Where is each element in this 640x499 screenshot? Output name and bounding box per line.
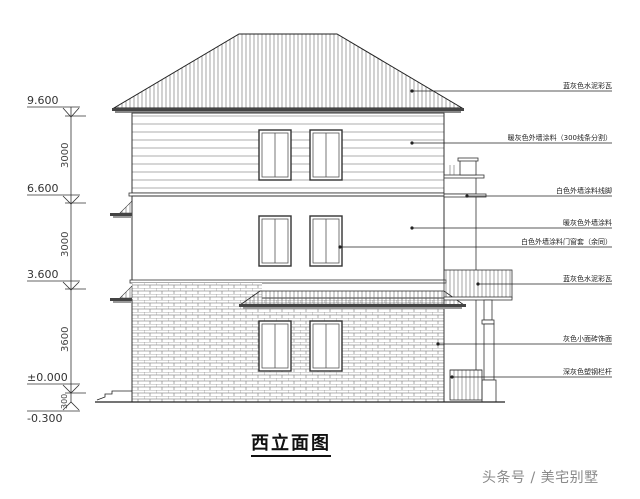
main-roof (112, 33, 464, 113)
dimension-labels: 3000 3000 3600 300 (60, 143, 71, 409)
level-3600: 3.600 (27, 268, 59, 281)
left-eave-upper (110, 200, 133, 218)
material-annotations: 蓝灰色水泥彩瓦 暖灰色外墙涂料（300线条分割） 白色外墙涂料线脚 暖灰色外墙涂… (508, 81, 612, 376)
window-f2-left (258, 215, 292, 267)
annotation-porch-roof-tile: 蓝灰色水泥彩瓦 (563, 274, 612, 283)
window-f1-right (309, 320, 343, 372)
watermark: 头条号 / 美宅别墅 (482, 470, 599, 486)
annotation-railing: 深灰色塑钢栏杆 (563, 367, 612, 376)
drawing-title: 西立面图 (251, 434, 331, 457)
level-minus-0300: -0.300 (27, 412, 62, 425)
annotation-second-floor-paint: 暖灰色外墙涂料 (563, 218, 612, 227)
level-dimension-chain (27, 106, 86, 412)
porch-roof-lower (238, 290, 466, 309)
annotation-brick-facing: 灰色小面砖饰面 (563, 334, 612, 343)
window-f3-left (258, 129, 292, 181)
annotation-window-trim: 白色外墙涂料门窗套（余同） (521, 237, 612, 246)
windows (258, 129, 343, 372)
window-f2-right (309, 215, 343, 267)
leader-lines (338, 89, 612, 379)
level-6600: 6.600 (27, 182, 59, 195)
window-f1-left (258, 320, 292, 372)
window-f3-right (309, 129, 343, 181)
dim-3000-top: 3000 (60, 143, 71, 168)
dim-300: 300 (60, 394, 69, 409)
dim-3000-mid: 3000 (60, 232, 71, 257)
dim-3600: 3600 (60, 327, 71, 352)
level-labels: 9.600 6.600 3.600 ±0.000 -0.300 (27, 94, 68, 425)
level-9600: 9.600 (27, 94, 59, 107)
right-annex (443, 157, 513, 403)
annotation-white-molding: 白色外墙涂料线脚 (556, 186, 612, 195)
annotation-third-floor-paint: 暖灰色外墙涂料（300线条分割） (508, 133, 612, 142)
level-0000: ±0.000 (27, 371, 68, 384)
ground-line (95, 390, 505, 403)
left-eave-lower (110, 285, 133, 303)
annotation-roof-tile: 蓝灰色水泥彩瓦 (563, 81, 612, 90)
